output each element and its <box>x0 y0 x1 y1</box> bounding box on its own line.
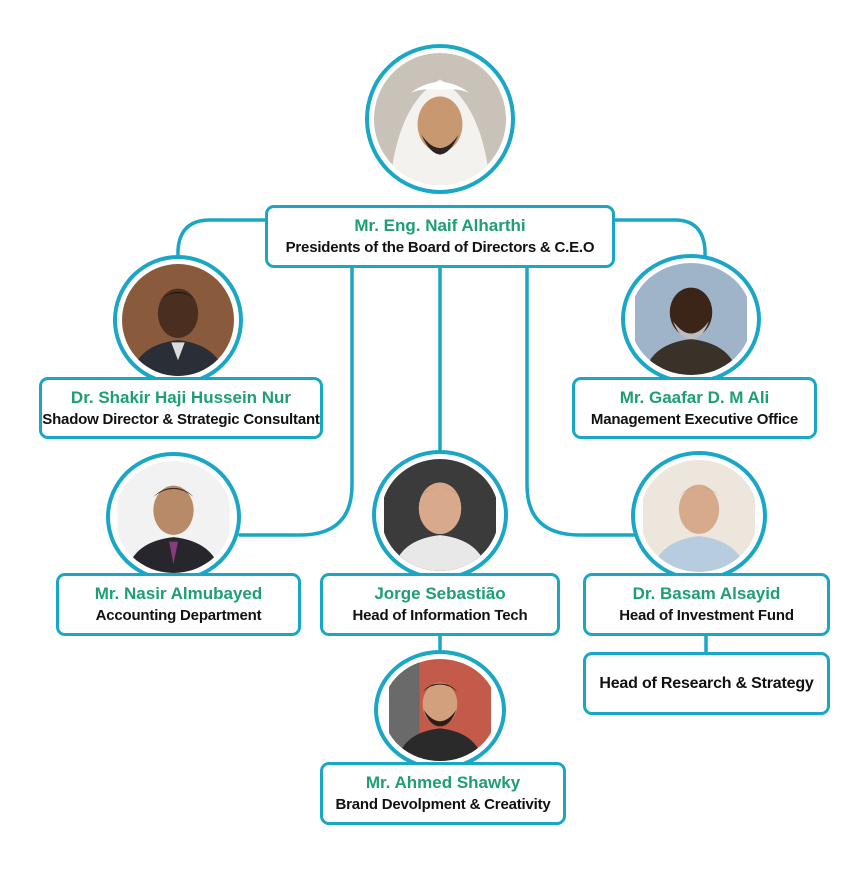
node-research: Head of Research & Strategy <box>583 652 830 715</box>
jorge-title: Head of Information Tech <box>352 607 528 624</box>
nasir-name: Mr. Nasir Almubayed <box>94 584 263 603</box>
basam-title: Head of Investment Fund <box>619 607 794 624</box>
node-shakir: Dr. Shakir Haji Hussein Nur Shadow Direc… <box>39 377 323 439</box>
gaafar-title: Management Executive Office <box>590 410 799 428</box>
connector-ceo-shakir <box>176 218 267 264</box>
connector-ceo-gaafar <box>612 218 707 264</box>
headshot-man-grey-hair-icon <box>643 460 755 572</box>
photo-basam <box>631 451 767 581</box>
basam-name: Dr. Basam Alsayid <box>632 584 781 603</box>
gaafar-name: Mr. Gaafar D. M Ali <box>619 387 770 407</box>
headshot-man-smiling-suit-icon <box>117 461 230 573</box>
headshot-man-dark-suit-icon <box>122 264 234 376</box>
shakir-title: Shadow Director & Strategic Consultant <box>42 410 320 428</box>
photo-shakir <box>113 255 243 385</box>
node-nasir: Mr. Nasir Almubayed Accounting Departmen… <box>56 573 301 636</box>
ahmed-name: Mr. Ahmed Shawky <box>365 773 521 792</box>
node-gaafar: Mr. Gaafar D. M Ali Management Executive… <box>572 377 817 439</box>
photo-gaafar <box>621 254 761 384</box>
ceo-title: Presidents of the Board of Directors & C… <box>285 239 595 256</box>
photo-ahmed <box>374 650 506 770</box>
node-jorge: Jorge Sebastião Head of Information Tech <box>320 573 560 636</box>
photo-jorge <box>372 450 508 580</box>
research-title: Head of Research & Strategy <box>599 675 814 692</box>
ahmed-title: Brand Devolpment & Creativity <box>335 796 551 813</box>
node-ceo: Mr. Eng. Naif Alharthi Presidents of the… <box>265 205 615 268</box>
headshot-man-short-hair-icon <box>384 459 496 571</box>
headshot-man-white-ghutra-icon <box>374 53 506 185</box>
connector-ceo-nasir <box>238 264 354 537</box>
headshot-man-grey-beard-icon <box>635 263 747 375</box>
connector-ceo-basam <box>525 264 638 537</box>
jorge-name: Jorge Sebastião <box>374 584 506 603</box>
nasir-title: Accounting Department <box>95 607 262 624</box>
node-ahmed: Mr. Ahmed Shawky Brand Devolpment & Crea… <box>320 762 566 825</box>
headshot-man-beard-glasses-icon <box>389 659 491 761</box>
photo-ceo <box>365 44 515 194</box>
shakir-name: Dr. Shakir Haji Hussein Nur <box>70 387 292 407</box>
photo-nasir <box>106 452 241 582</box>
node-basam: Dr. Basam Alsayid Head of Investment Fun… <box>583 573 830 636</box>
ceo-name: Mr. Eng. Naif Alharthi <box>354 216 526 235</box>
